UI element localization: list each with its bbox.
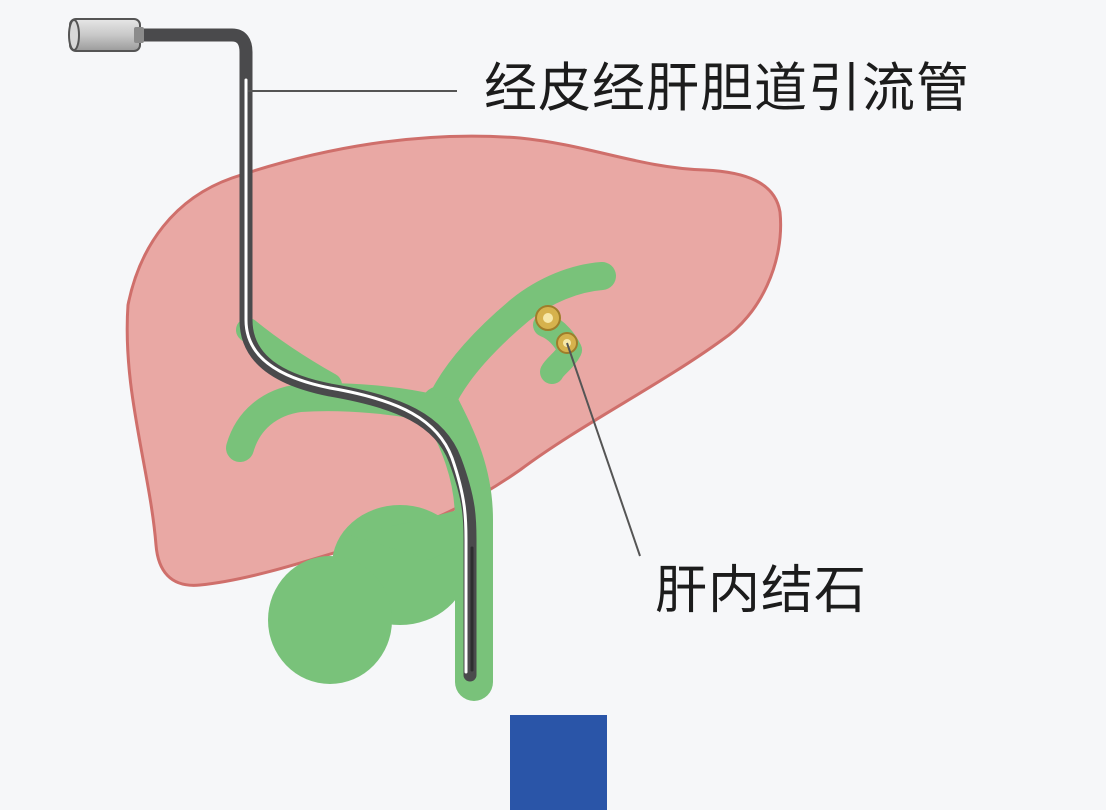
gallbladder <box>268 505 470 684</box>
drainage-tube <box>133 28 477 682</box>
tube-connector-icon <box>68 18 144 52</box>
drainage-tube-label: 经皮经肝胆道引流管 <box>484 58 970 119</box>
blue-square <box>510 715 607 810</box>
right-duct-upper <box>236 318 342 397</box>
intrahepatic-stone-label: 肝内结石 <box>655 561 868 621</box>
intrahepatic-stone-leader-line <box>566 342 641 557</box>
left-duct-upper <box>426 262 616 419</box>
intrahepatic-stones <box>535 305 578 354</box>
